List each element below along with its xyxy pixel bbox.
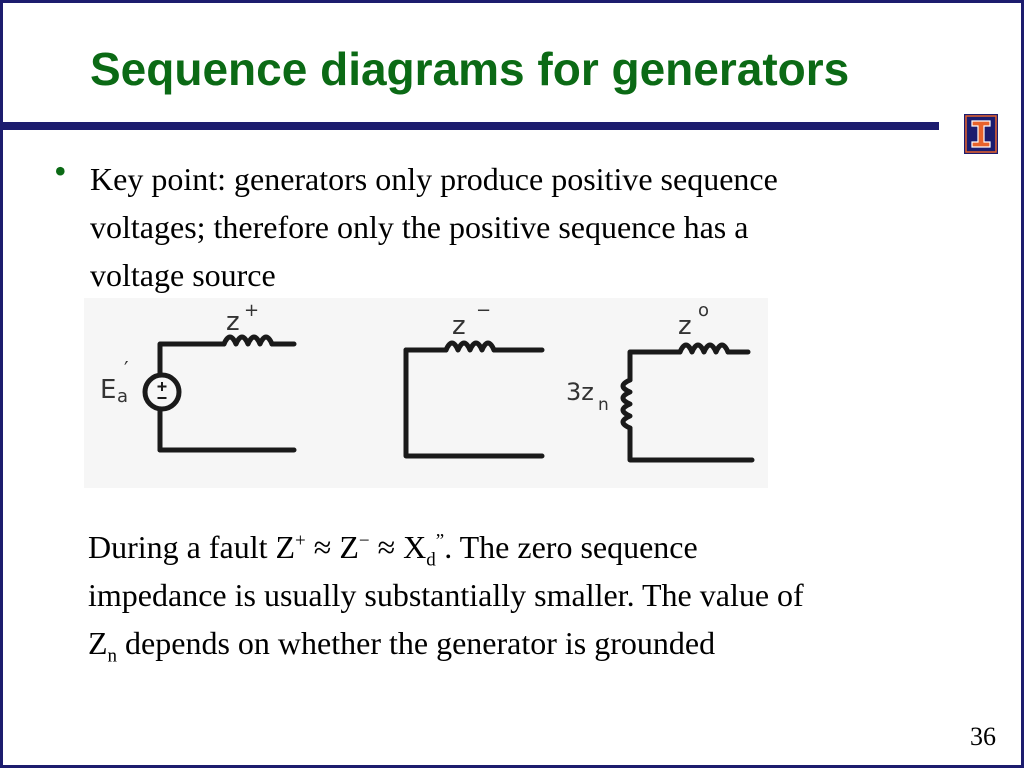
negative-impedance-label: z	[452, 311, 466, 341]
zero-impedance-label: z	[678, 311, 692, 341]
sequence-circuits: z + z − z o E a ′ 3z n	[100, 300, 755, 463]
university-logo-icon	[964, 114, 998, 154]
source-sub: a	[117, 386, 128, 407]
neutral-impedance-sub: n	[598, 395, 609, 415]
negative-sequence-circuit	[403, 340, 545, 459]
neutral-impedance-label: 3z	[566, 378, 594, 406]
positive-impedance-sup: +	[244, 300, 259, 321]
negative-impedance-sup: −	[476, 300, 491, 321]
key-point-bullet: Key point: generators only produce posit…	[90, 161, 778, 293]
bullet-marker: •	[54, 151, 67, 191]
source-prime: ′	[124, 357, 129, 381]
positive-impedance-label: z	[226, 307, 240, 337]
sequence-diagram-sketch: z + z − z o E a ′ 3z n	[84, 298, 768, 488]
fault-impedance-note: During a fault Z+ ≈ Z− ≈ Xd”. The zero s…	[88, 529, 804, 667]
title-divider	[3, 122, 939, 130]
positive-sequence-circuit	[142, 334, 297, 453]
zero-sequence-circuit	[620, 342, 755, 463]
slide-number: 36	[970, 722, 996, 751]
slide-title: Sequence diagrams for generators	[90, 43, 850, 95]
zero-impedance-sup: o	[698, 300, 709, 321]
source-symbol	[157, 382, 167, 399]
source-label: E	[100, 375, 116, 405]
